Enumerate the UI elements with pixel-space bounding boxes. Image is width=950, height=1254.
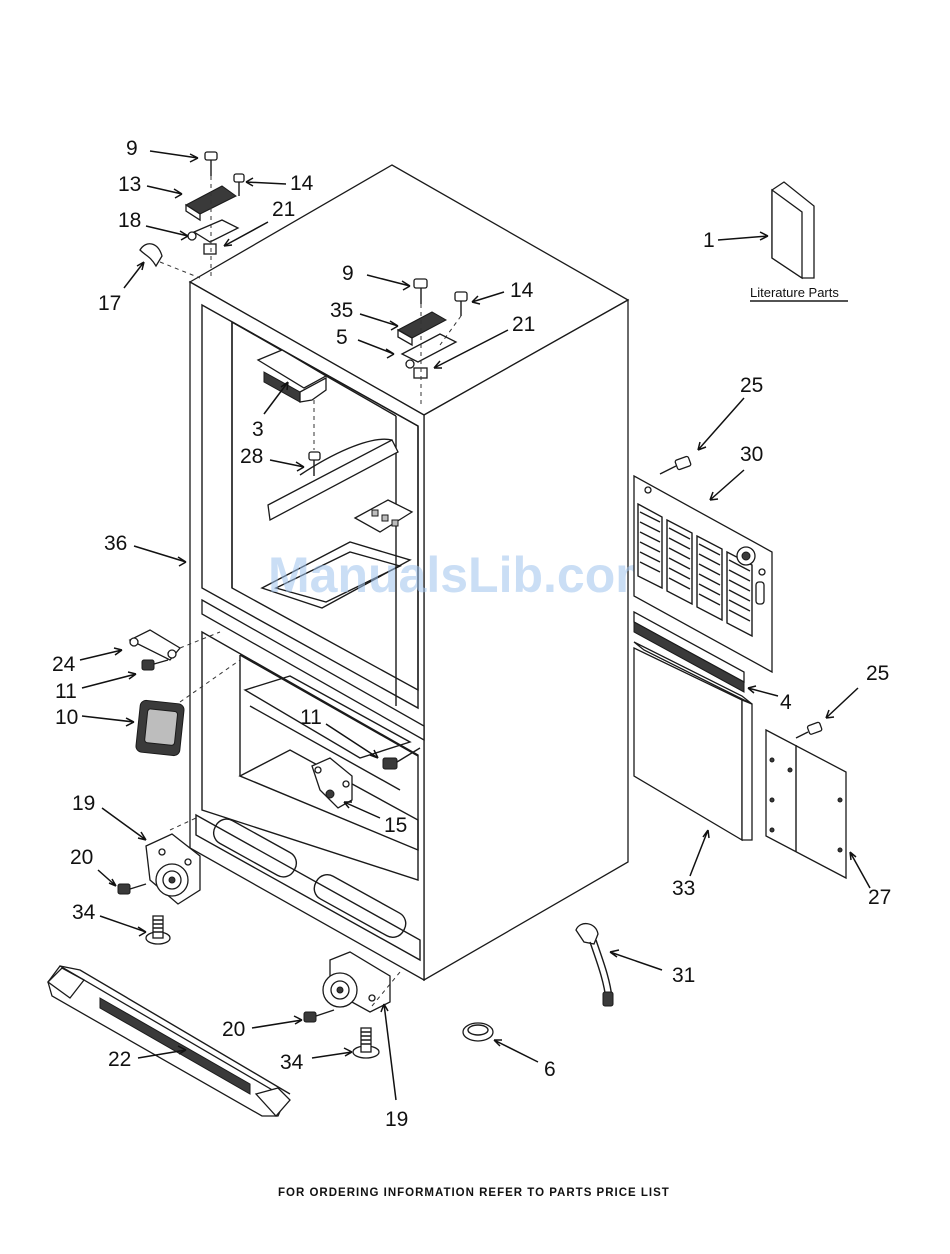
callout-24: 24	[52, 653, 76, 676]
screw-icon	[118, 884, 146, 894]
callout-5: 5	[336, 326, 348, 349]
callout-19-right: 19	[385, 1108, 408, 1131]
screw-icon	[205, 152, 217, 176]
callout-15: 15	[384, 814, 407, 837]
callout-10: 10	[55, 706, 78, 729]
leveler-icon	[146, 916, 170, 944]
callout-9-right: 9	[342, 262, 354, 285]
callout-33: 33	[672, 877, 695, 900]
screw-icon	[796, 722, 822, 738]
grommet-icon	[463, 1023, 493, 1041]
watermark: ManualsLib.com	[268, 547, 660, 603]
callout-22: 22	[108, 1048, 131, 1071]
callout-21-right: 21	[512, 313, 535, 336]
bracket-icon	[130, 630, 180, 660]
screw-icon	[142, 660, 168, 670]
base-grille-icon	[48, 966, 290, 1116]
callout-27: 27	[868, 886, 891, 909]
callout-11: 11	[55, 680, 77, 703]
callout-13: 13	[118, 173, 141, 196]
screw-icon	[660, 456, 691, 474]
callout-34-right: 34	[280, 1051, 304, 1074]
leveler-icon	[353, 1028, 379, 1058]
callout-30: 30	[740, 443, 763, 466]
callout-14-right: 14	[510, 279, 534, 302]
footer-note: FOR ORDERING INFORMATION REFER TO PARTS …	[278, 1187, 670, 1199]
screw-icon	[304, 1010, 334, 1022]
callout-21: 21	[272, 198, 295, 221]
callout-25-right: 25	[866, 662, 889, 685]
callout-3: 3	[252, 418, 264, 441]
tape-icon	[140, 244, 200, 278]
callout-17: 17	[98, 292, 121, 315]
cover-panel-icon	[766, 730, 846, 878]
callout-19: 19	[72, 792, 95, 815]
tube-icon	[576, 924, 613, 1006]
callout-4: 4	[780, 691, 792, 714]
roller-assembly-icon	[323, 952, 390, 1012]
screw-icon	[234, 174, 244, 196]
literature-icon	[772, 182, 814, 278]
callout-9: 9	[126, 137, 138, 160]
callout-11-inner: 11	[300, 706, 322, 729]
callout-34: 34	[72, 901, 96, 924]
callout-28: 28	[240, 445, 263, 468]
callout-6: 6	[544, 1058, 556, 1081]
callout-14: 14	[290, 172, 314, 195]
callout-35: 35	[330, 299, 353, 322]
callout-20-right: 20	[222, 1018, 245, 1041]
callout-20: 20	[70, 846, 93, 869]
hinge-plate-icon	[188, 220, 238, 242]
callout-18: 18	[118, 209, 141, 232]
callout-31: 31	[672, 964, 695, 987]
callout-25: 25	[740, 374, 763, 397]
shim-icon	[204, 244, 216, 254]
callout-1: 1	[703, 229, 715, 252]
literature-parts-label: Literature Parts	[750, 285, 839, 300]
callout-36: 36	[104, 532, 127, 555]
